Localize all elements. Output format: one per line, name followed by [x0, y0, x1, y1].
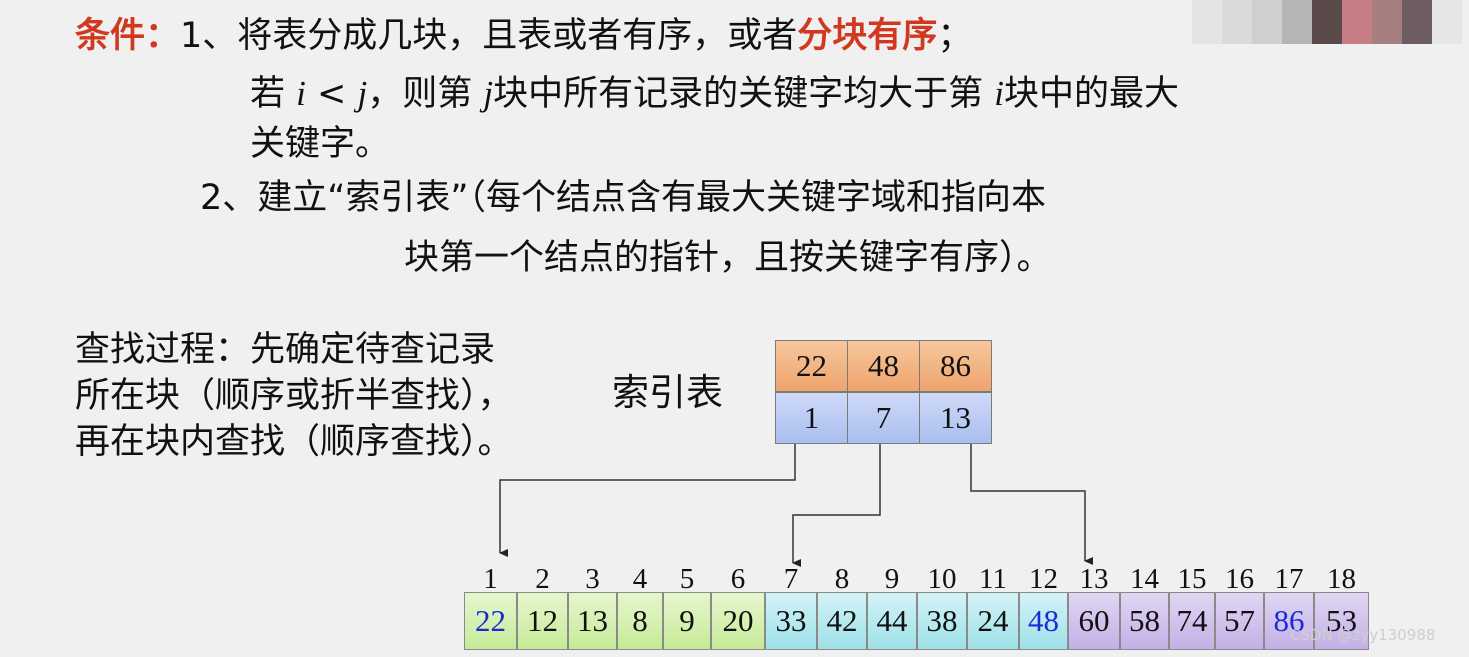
position-number: 12	[1029, 563, 1058, 595]
record-cell: 12	[517, 592, 568, 650]
record-cell: 58	[1120, 592, 1169, 650]
condition-line1-end: ；	[937, 16, 973, 56]
condition-line-5: 块第一个结点的指针，且按关键字有序）。	[404, 238, 1052, 278]
record-cell: 86	[1264, 592, 1314, 650]
l2-i2: i	[994, 74, 1004, 113]
arrow-block-1	[499, 444, 796, 557]
record-cell: 20	[711, 592, 765, 650]
l2-t1: 若	[250, 74, 297, 114]
record-cell: 8	[617, 592, 663, 650]
position-number: 8	[834, 563, 850, 595]
record-cell: 60	[1068, 592, 1120, 650]
l2-t5: 块中的最大	[1003, 74, 1179, 114]
l2-t4: 块中所有记录的关键字均大于第	[493, 74, 995, 114]
index-pointer: 13	[940, 400, 971, 435]
l2-j1: j	[357, 74, 368, 113]
arrow-block-3	[970, 444, 1093, 565]
position-number: 10	[927, 563, 957, 595]
process-line-2: 所在块（顺序或折半查找），	[75, 376, 513, 416]
index-max-key-row: 22 48 86	[775, 340, 992, 392]
watermark: CSDN @zyy130988	[1290, 626, 1436, 644]
position-number: 4	[632, 563, 648, 595]
position-number: 9	[884, 563, 900, 595]
condition-text-1: 1、将表分成几块，且表或者有序，或者	[180, 16, 798, 56]
record-cell: 13	[568, 592, 617, 650]
l2-i1: i	[296, 74, 306, 113]
record-cell: 74	[1169, 592, 1215, 650]
condition-line-2: 若 i < j，则第 j块中所有记录的关键字均大于第 i块中的最大	[250, 74, 1179, 114]
position-number: 2	[535, 563, 550, 595]
position-number: 5	[679, 563, 695, 595]
index-pointer-row: 1 7 13	[775, 392, 992, 444]
position-number: 1	[483, 563, 498, 595]
position-number: 15	[1177, 563, 1207, 595]
position-number: 18	[1327, 563, 1356, 595]
record-cell: 24	[967, 592, 1019, 650]
l2-t3: ，则第	[367, 74, 484, 114]
record-cell: 57	[1215, 592, 1264, 650]
index-pointer: 1	[776, 393, 848, 443]
condition-line-1: 条件：1、将表分成几块，且表或者有序，或者分块有序；	[75, 16, 972, 56]
record-cell: 42	[817, 592, 867, 650]
condition-line-4: 2、建立“索引表”（每个结点含有最大关键字域和指向本	[200, 178, 1047, 218]
position-number: 14	[1130, 563, 1159, 595]
position-number: 13	[1079, 563, 1109, 595]
condition-label: 条件：	[75, 16, 181, 56]
position-number: 7	[783, 563, 799, 595]
index-max-key: 22	[776, 341, 848, 391]
position-number: 3	[585, 563, 600, 595]
index-pointer: 7	[848, 393, 920, 443]
condition-line-3: 关键字。	[250, 124, 391, 164]
position-number: 17	[1274, 563, 1304, 595]
index-max-key: 48	[848, 341, 920, 391]
position-number: 16	[1225, 563, 1254, 595]
record-cell: 33	[765, 592, 817, 650]
process-line-1: 查找过程：先确定待查记录	[75, 330, 496, 370]
index-table: 22 48 86 1 7 13	[775, 340, 992, 444]
position-number: 6	[730, 563, 746, 595]
arrow-block-2	[792, 444, 881, 567]
index-max-key: 86	[940, 348, 971, 383]
l2-t2: <	[305, 74, 358, 114]
record-cell: 53	[1314, 592, 1369, 650]
position-number: 11	[979, 563, 1007, 595]
process-line-3: 再在块内查找（顺序查找）。	[75, 422, 513, 462]
record-cell: 22	[464, 592, 517, 650]
record-cell: 38	[917, 592, 967, 650]
condition-highlight: 分块有序	[797, 16, 938, 56]
index-table-label: 索引表	[612, 371, 723, 414]
record-cell: 48	[1019, 592, 1068, 650]
record-cell: 44	[867, 592, 917, 650]
search-process: 查找过程：先确定待查记录 所在块（顺序或折半查找）， 再在块内查找（顺序查找）。	[75, 327, 513, 465]
l2-j2: j	[483, 74, 494, 113]
record-cell: 9	[663, 592, 711, 650]
